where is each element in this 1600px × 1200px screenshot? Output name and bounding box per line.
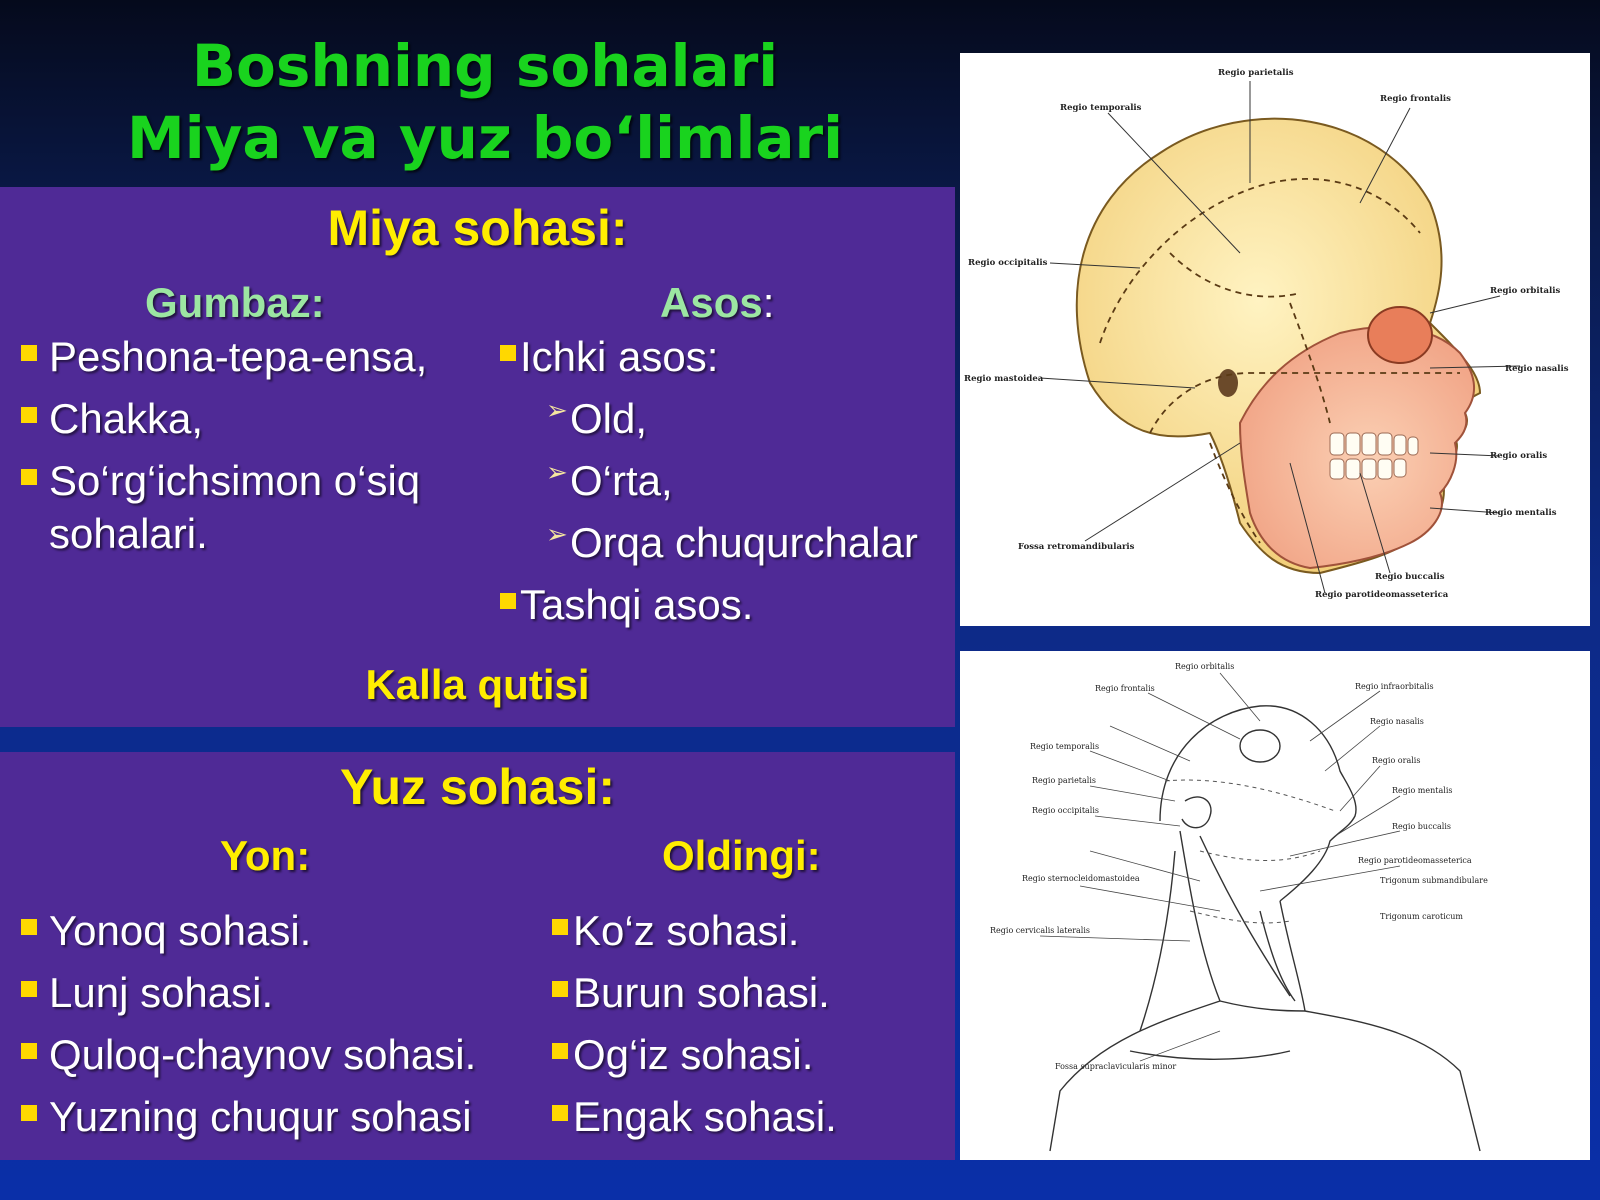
arrow-bullet-icon: ➢	[546, 395, 568, 425]
bullet-icon	[21, 1105, 37, 1121]
miya-panel: Miya sohasi: Gumbaz: Asos: Peshona-tepa-…	[0, 187, 955, 727]
neck-label: Regio temporalis	[1030, 742, 1099, 751]
bullet-icon	[21, 919, 37, 935]
asos-heading-text: Asos	[660, 279, 763, 326]
asos-heading: Asos:	[660, 279, 774, 327]
neck-label: Trigonum caroticum	[1380, 912, 1463, 921]
oldingi-item-1: Ko‘z sohasi.	[573, 907, 800, 954]
bullet-icon	[21, 345, 37, 361]
neck-label: Regio occipitalis	[1032, 806, 1099, 815]
yon-item-1: Yonoq sohasi.	[49, 907, 312, 954]
asos-outer: Tashqi asos.	[520, 581, 754, 628]
kalla-qutisi: Kalla qutisi	[365, 661, 590, 708]
oldingi-item-4: Engak sohasi.	[573, 1093, 837, 1140]
miya-heading: Miya sohasi:	[327, 200, 628, 256]
skull-label: Regio parietalis	[1218, 68, 1294, 78]
neck-label: Regio oralis	[1372, 756, 1420, 765]
skull-illustration: Regio parietalis Regio frontalis Regio t…	[964, 68, 1569, 600]
skull-regions-image: Regio parietalis Regio frontalis Regio t…	[960, 53, 1590, 626]
neck-label: Regio mentalis	[1392, 786, 1452, 795]
asos-sub-2: O‘rta,	[570, 457, 673, 504]
yon-item-3: Quloq-chaynov sohasi.	[49, 1031, 477, 1078]
neck-label: Regio frontalis	[1095, 684, 1155, 693]
oldingi-item-2: Burun sohasi.	[573, 969, 830, 1016]
neck-label: Regio cervicalis lateralis	[990, 926, 1090, 935]
skull-label: Fossa retromandibularis	[1018, 542, 1135, 552]
yuz-panel: Yuz sohasi: Yon: Oldingi: Yonoq sohasi. …	[0, 752, 955, 1160]
asos-sub-3: Orqa chuqurchalar	[570, 519, 918, 566]
title-line-2: Miya va yuz bo‘limlari	[126, 104, 844, 172]
asos-colon: :	[762, 279, 775, 326]
asos-inner: Ichki asos:	[520, 333, 719, 380]
neck-label: Regio sternocleidomastoidea	[1022, 874, 1140, 883]
bullet-icon	[552, 1043, 568, 1059]
bullet-icon	[500, 345, 516, 361]
neck-label: Trigonum submandibulare	[1380, 876, 1488, 885]
skull-label: Regio mentalis	[1485, 508, 1557, 518]
title-line-1: Boshning sohalari	[191, 32, 779, 100]
gumbaz-item-3-cont: sohalari.	[49, 510, 208, 557]
neck-illustration: Regio orbitalis Regio infraorbitalis Reg…	[990, 662, 1488, 1152]
gumbaz-item-1: Peshona-tepa-ensa,	[49, 333, 428, 380]
bullet-icon	[552, 1105, 568, 1121]
bullet-icon	[21, 1043, 37, 1059]
yon-item-4: Yuzning chuqur sohasi	[49, 1093, 472, 1140]
yon-item-2: Lunj sohasi.	[49, 969, 274, 1016]
skull-label: Regio orbitalis	[1490, 286, 1560, 296]
skull-label: Regio parotideomasseterica	[1315, 590, 1449, 600]
neck-label: Regio parietalis	[1032, 776, 1096, 785]
asos-sub-1: Old,	[570, 395, 648, 442]
yuz-heading: Yuz sohasi:	[339, 759, 616, 815]
skull-label: Regio temporalis	[1060, 103, 1142, 113]
neck-label: Regio infraorbitalis	[1355, 682, 1434, 691]
gumbaz-item-3: So‘rg‘ichsimon o‘siq	[49, 457, 421, 504]
skull-label: Regio buccalis	[1375, 572, 1445, 582]
neck-regions-image: Regio orbitalis Regio infraorbitalis Reg…	[960, 651, 1590, 1160]
bullet-icon	[21, 407, 37, 423]
bullet-icon	[552, 919, 568, 935]
yon-heading: Yon:	[220, 832, 311, 879]
skull-label: Regio nasalis	[1505, 364, 1569, 374]
bullet-icon	[21, 981, 37, 997]
neck-label: Regio buccalis	[1392, 822, 1451, 831]
bullet-icon	[552, 981, 568, 997]
neck-label: Regio nasalis	[1370, 717, 1424, 726]
bullet-icon	[21, 469, 37, 485]
gumbaz-heading: Gumbaz:	[145, 279, 325, 326]
skull-label: Regio oralis	[1490, 451, 1547, 461]
skull-label: Regio mastoidea	[964, 374, 1044, 384]
oldingi-heading: Oldingi:	[662, 832, 821, 879]
neck-label: Regio parotideomasseterica	[1358, 856, 1472, 865]
skull-label: Regio occipitalis	[968, 258, 1048, 268]
skull-label: Regio frontalis	[1380, 94, 1451, 104]
neck-label: Fossa supraclavicularis minor	[1055, 1062, 1176, 1071]
arrow-bullet-icon: ➢	[546, 457, 568, 487]
gumbaz-item-2: Chakka,	[49, 395, 204, 442]
slide-title: Boshning sohalari Miya va yuz bo‘limlari	[0, 30, 970, 174]
neck-label: Regio orbitalis	[1175, 662, 1234, 671]
bullet-icon	[500, 593, 516, 609]
oldingi-item-3: Og‘iz sohasi.	[573, 1031, 814, 1078]
arrow-bullet-icon: ➢	[546, 519, 568, 549]
